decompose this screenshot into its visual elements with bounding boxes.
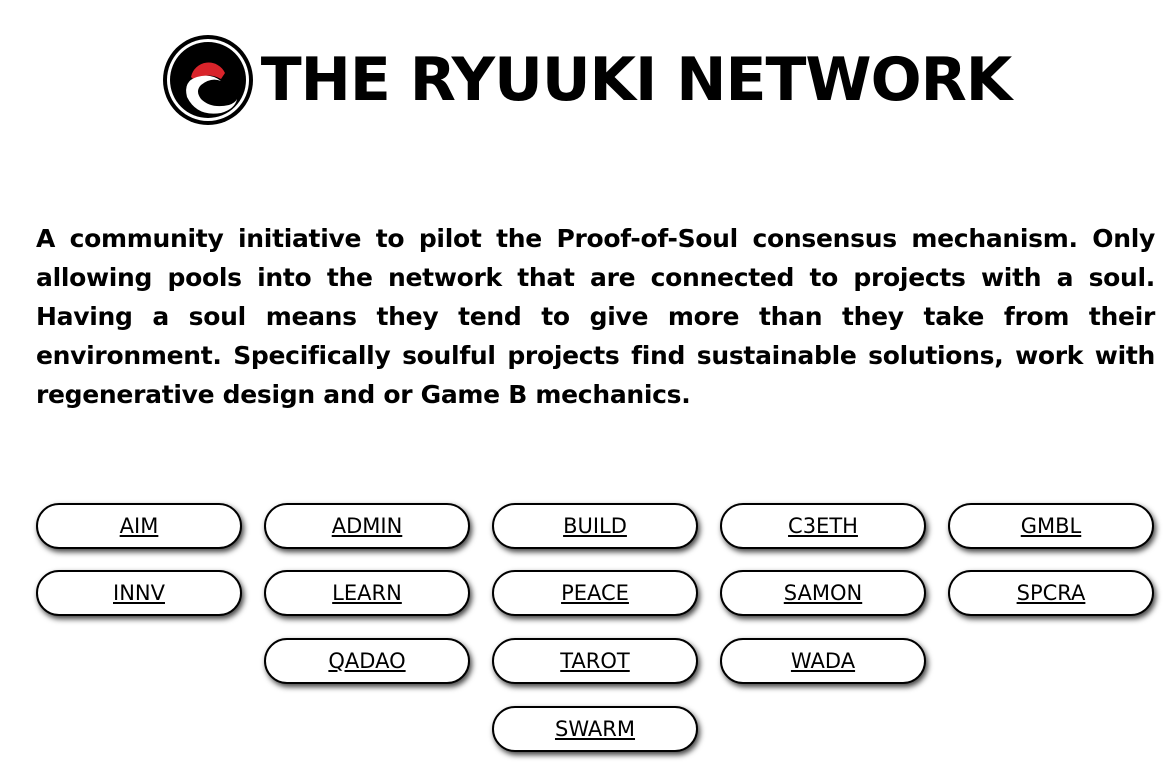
site-header: THE RYUUKI NETWORK (0, 32, 1172, 128)
ryuuki-logo-icon[interactable] (161, 33, 255, 127)
pool-button-wada[interactable]: WADA (720, 638, 926, 684)
pool-button-tarot[interactable]: TAROT (492, 638, 698, 684)
pool-button-qadao[interactable]: QADAO (264, 638, 470, 684)
pool-button-spcra[interactable]: SPCRA (948, 570, 1154, 616)
page-title: THE RYUUKI NETWORK (260, 45, 1013, 115)
pool-button-gmbl[interactable]: GMBL (948, 503, 1154, 549)
pool-button-swarm[interactable]: SWARM (492, 706, 698, 752)
pool-button-samon[interactable]: SAMON (720, 570, 926, 616)
pool-button-c3eth[interactable]: C3ETH (720, 503, 926, 549)
network-description: A community initiative to pilot the Proo… (36, 224, 1155, 409)
pool-button-learn[interactable]: LEARN (264, 570, 470, 616)
pool-button-peace[interactable]: PEACE (492, 570, 698, 616)
pool-button-innv[interactable]: INNV (36, 570, 242, 616)
pool-button-admin[interactable]: ADMIN (264, 503, 470, 549)
pool-button-aim[interactable]: AIM (36, 503, 242, 549)
pool-button-build[interactable]: BUILD (492, 503, 698, 549)
